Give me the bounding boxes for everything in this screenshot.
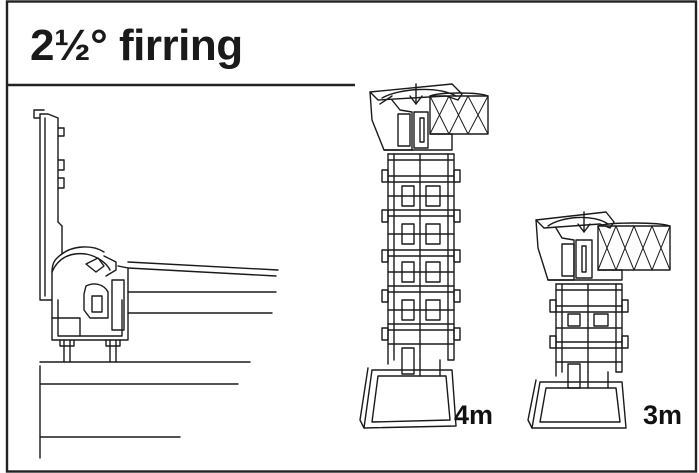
- size-label-4m: 4m: [454, 400, 494, 430]
- outer-border: [5, 0, 698, 473]
- section-3m: [527, 211, 671, 429]
- page-title: 2½° firring: [30, 21, 243, 70]
- side-profile-section: [33, 109, 279, 459]
- size-label-3m: 3m: [643, 400, 683, 430]
- section-4m: [359, 83, 489, 429]
